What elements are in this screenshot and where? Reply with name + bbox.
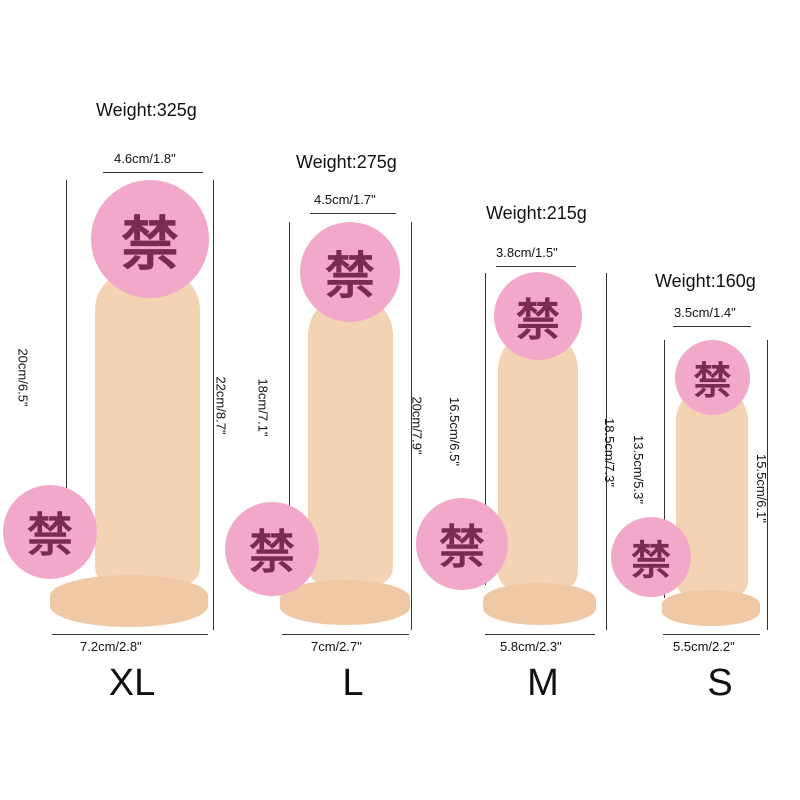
s-top-width-label: 3.5cm/1.4": [674, 305, 736, 320]
xl-total-length-label: 22cm/8.7": [213, 376, 229, 435]
s-insert-length-line: [664, 340, 665, 598]
s-size-label: S: [707, 662, 733, 704]
l-base-width-label: 7cm/2.7": [311, 639, 362, 654]
m-insert-length-label: 16.5cm/6.5": [446, 397, 462, 466]
s-censor-badge-bottom: 禁: [611, 517, 691, 597]
s-censor-badge-top: 禁: [675, 340, 750, 415]
xl-censor-badge-bottom: 禁: [3, 485, 97, 579]
xl-insert-length-line: [66, 180, 67, 575]
xl-base-width-line: [52, 634, 208, 635]
xl-size-label: XL: [108, 662, 156, 704]
xl-insert-length-label: 20cm/6.5": [15, 348, 31, 407]
xl-top-width-line: [103, 172, 203, 173]
xl-base-width-label: 7.2cm/2.8": [80, 639, 142, 654]
xl-weight-label: Weight:325g: [96, 100, 197, 120]
m-weight-label: Weight:215g: [486, 203, 587, 223]
xl-total-length-line: [213, 180, 214, 630]
s-weight-label: Weight:160g: [655, 271, 756, 291]
xl-product-placeholder: [95, 270, 200, 585]
s-total-length-label: 15.5cm/6.1": [753, 454, 769, 523]
l-size-label: L: [342, 662, 364, 704]
m-total-length-line: [606, 273, 607, 630]
m-censor-badge-bottom: 禁: [416, 498, 508, 590]
l-base-placeholder: [280, 580, 410, 625]
l-insert-length-label: 18cm/7.1": [255, 378, 271, 437]
m-top-width-label: 3.8cm/1.5": [496, 245, 558, 260]
s-base-width-label: 5.5cm/2.2": [673, 639, 735, 654]
l-weight-label: Weight:275g: [296, 152, 397, 172]
xl-top-width-label: 4.6cm/1.8": [114, 151, 176, 166]
l-insert-length-line: [289, 222, 290, 577]
l-total-length-label: 20cm/7.9": [409, 396, 425, 455]
m-censor-badge-top: 禁: [494, 272, 582, 360]
m-total-length-label: 18.5cm/7.3": [601, 418, 617, 487]
m-base-width-line: [485, 634, 595, 635]
s-insert-length-label: 13.5cm/5.3": [630, 435, 646, 504]
m-size-label: M: [527, 662, 559, 704]
xl-censor-badge-top: 禁: [91, 180, 209, 298]
s-base-placeholder: [662, 590, 760, 626]
m-product-placeholder: [498, 330, 578, 590]
m-base-width-label: 5.8cm/2.3": [500, 639, 562, 654]
xl-base-placeholder: [50, 575, 208, 627]
s-total-length-line: [767, 340, 768, 630]
l-product-placeholder: [308, 295, 393, 585]
m-base-placeholder: [483, 583, 596, 625]
l-top-width-line: [310, 213, 396, 214]
m-insert-length-line: [485, 273, 486, 585]
s-top-width-line: [673, 326, 751, 327]
m-top-width-line: [496, 266, 576, 267]
l-base-width-line: [282, 634, 409, 635]
l-top-width-label: 4.5cm/1.7": [314, 192, 376, 207]
s-base-width-line: [663, 634, 760, 635]
l-censor-badge-bottom: 禁: [225, 502, 319, 596]
l-censor-badge-top: 禁: [300, 222, 400, 322]
l-total-length-line: [411, 222, 412, 630]
